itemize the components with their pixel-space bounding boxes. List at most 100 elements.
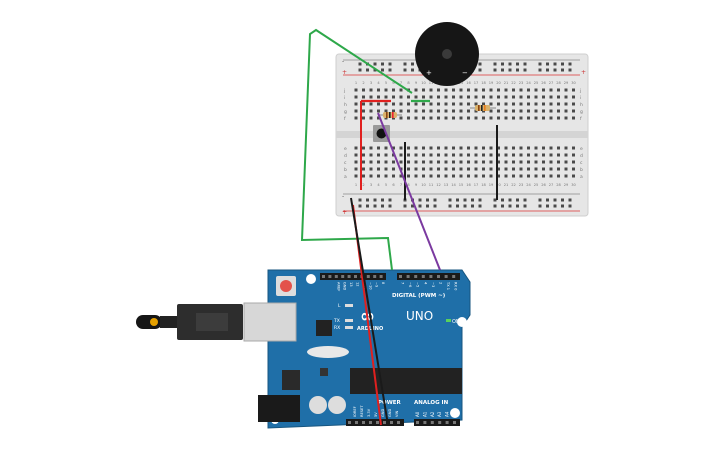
header-pin[interactable] bbox=[383, 421, 386, 424]
breadboard-hole[interactable] bbox=[392, 88, 395, 92]
breadboard-hole[interactable] bbox=[527, 160, 530, 164]
breadboard-hole[interactable] bbox=[519, 167, 523, 171]
breadboard-hole[interactable] bbox=[493, 204, 497, 208]
header-pin[interactable] bbox=[362, 421, 365, 424]
header-pin[interactable] bbox=[341, 275, 345, 278]
breadboard-hole[interactable] bbox=[504, 95, 508, 99]
breadboard-hole[interactable] bbox=[572, 167, 575, 171]
breadboard-hole[interactable] bbox=[471, 198, 474, 202]
breadboard-hole[interactable] bbox=[557, 160, 560, 164]
breadboard-hole[interactable] bbox=[452, 116, 455, 120]
breadboard-hole[interactable] bbox=[422, 116, 425, 120]
breadboard-hole[interactable] bbox=[482, 102, 485, 106]
breadboard-hole[interactable] bbox=[501, 68, 504, 72]
breadboard-hole[interactable] bbox=[501, 198, 504, 202]
breadboard-hole[interactable] bbox=[474, 160, 478, 164]
breadboard-hole[interactable] bbox=[459, 116, 463, 120]
breadboard-hole[interactable] bbox=[527, 102, 530, 106]
breadboard-hole[interactable] bbox=[407, 109, 410, 113]
breadboard-hole[interactable] bbox=[426, 198, 429, 202]
breadboard-hole[interactable] bbox=[392, 160, 395, 164]
breadboard-hole[interactable] bbox=[572, 153, 575, 157]
breadboard-hole[interactable] bbox=[384, 102, 388, 106]
reset-button-cap[interactable] bbox=[280, 280, 292, 292]
breadboard-hole[interactable] bbox=[444, 109, 448, 113]
breadboard-hole[interactable] bbox=[433, 198, 437, 202]
breadboard-hole[interactable] bbox=[474, 95, 478, 99]
breadboard-hole[interactable] bbox=[493, 62, 497, 66]
breadboard-hole[interactable] bbox=[549, 174, 553, 178]
breadboard-hole[interactable] bbox=[463, 198, 467, 202]
breadboard-hole[interactable] bbox=[504, 160, 508, 164]
breadboard-hole[interactable] bbox=[504, 109, 508, 113]
breadboard-hole[interactable] bbox=[399, 95, 403, 99]
breadboard-hole[interactable] bbox=[482, 160, 485, 164]
breadboard-hole[interactable] bbox=[549, 153, 553, 157]
breadboard-hole[interactable] bbox=[512, 95, 515, 99]
breadboard-hole[interactable] bbox=[403, 68, 407, 72]
breadboard-hole[interactable] bbox=[369, 95, 373, 99]
breadboard-hole[interactable] bbox=[358, 62, 362, 66]
breadboard-hole[interactable] bbox=[534, 160, 538, 164]
breadboard-hole[interactable] bbox=[497, 102, 500, 106]
breadboard-hole[interactable] bbox=[519, 116, 523, 120]
breadboard-hole[interactable] bbox=[358, 198, 362, 202]
breadboard-hole[interactable] bbox=[516, 204, 519, 208]
breadboard-hole[interactable] bbox=[369, 174, 373, 178]
breadboard-hole[interactable] bbox=[572, 146, 575, 150]
breadboard-hole[interactable] bbox=[497, 160, 500, 164]
breadboard-hole[interactable] bbox=[369, 160, 373, 164]
breadboard-hole[interactable] bbox=[459, 102, 463, 106]
breadboard-hole[interactable] bbox=[444, 88, 448, 92]
breadboard-hole[interactable] bbox=[452, 109, 455, 113]
breadboard-hole[interactable] bbox=[512, 160, 515, 164]
breadboard-hole[interactable] bbox=[452, 146, 455, 150]
breadboard-hole[interactable] bbox=[549, 116, 553, 120]
breadboard-hole[interactable] bbox=[534, 102, 538, 106]
header-pin[interactable] bbox=[421, 275, 425, 278]
breadboard-hole[interactable] bbox=[549, 160, 553, 164]
breadboard-hole[interactable] bbox=[534, 88, 538, 92]
breadboard-hole[interactable] bbox=[366, 198, 369, 202]
breadboard-hole[interactable] bbox=[362, 160, 365, 164]
breadboard-hole[interactable] bbox=[482, 116, 485, 120]
breadboard-hole[interactable] bbox=[542, 160, 545, 164]
piezo-buzzer[interactable]: + − bbox=[415, 22, 479, 86]
breadboard-hole[interactable] bbox=[369, 153, 373, 157]
breadboard-hole[interactable] bbox=[384, 160, 388, 164]
header-pin[interactable] bbox=[429, 275, 433, 278]
breadboard-hole[interactable] bbox=[456, 198, 459, 202]
breadboard-hole[interactable] bbox=[377, 167, 380, 171]
breadboard-hole[interactable] bbox=[557, 174, 560, 178]
breadboard-hole[interactable] bbox=[512, 174, 515, 178]
breadboard-hole[interactable] bbox=[459, 109, 463, 113]
breadboard-hole[interactable] bbox=[568, 198, 572, 202]
breadboard-hole[interactable] bbox=[459, 174, 463, 178]
breadboard-hole[interactable] bbox=[414, 167, 418, 171]
breadboard-hole[interactable] bbox=[399, 102, 403, 106]
breadboard-hole[interactable] bbox=[527, 95, 530, 99]
breadboard-hole[interactable] bbox=[482, 167, 485, 171]
breadboard-hole[interactable] bbox=[564, 116, 568, 120]
breadboard-hole[interactable] bbox=[384, 95, 388, 99]
breadboard-hole[interactable] bbox=[561, 204, 564, 208]
breadboard-hole[interactable] bbox=[392, 146, 395, 150]
breadboard-hole[interactable] bbox=[414, 88, 418, 92]
breadboard-hole[interactable] bbox=[549, 109, 553, 113]
breadboard-hole[interactable] bbox=[366, 204, 369, 208]
header-pin[interactable] bbox=[334, 275, 338, 278]
breadboard-hole[interactable] bbox=[482, 95, 485, 99]
breadboard-hole[interactable] bbox=[452, 174, 455, 178]
breadboard-hole[interactable] bbox=[452, 88, 455, 92]
breadboard-hole[interactable] bbox=[572, 95, 575, 99]
breadboard-hole[interactable] bbox=[437, 174, 440, 178]
breadboard-hole[interactable] bbox=[489, 102, 493, 106]
breadboard-hole[interactable] bbox=[414, 116, 418, 120]
breadboard-hole[interactable] bbox=[399, 153, 403, 157]
breadboard-hole[interactable] bbox=[572, 116, 575, 120]
breadboard-hole[interactable] bbox=[452, 102, 455, 106]
breadboard-hole[interactable] bbox=[354, 174, 358, 178]
breadboard-hole[interactable] bbox=[377, 88, 380, 92]
header-pin[interactable] bbox=[322, 275, 325, 278]
breadboard-hole[interactable] bbox=[414, 174, 418, 178]
